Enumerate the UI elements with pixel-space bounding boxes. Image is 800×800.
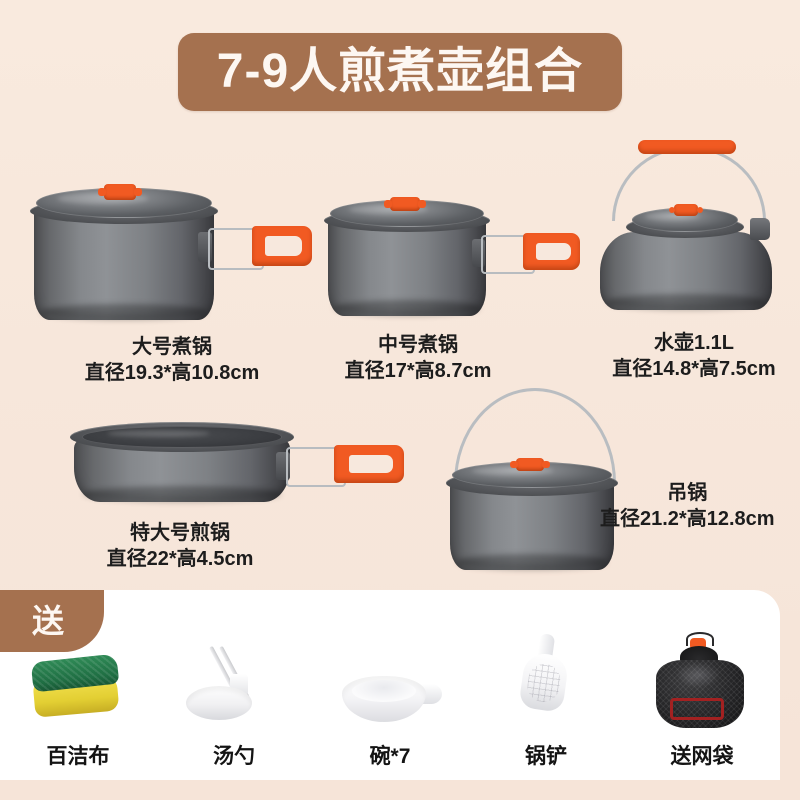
folding-handle <box>276 444 408 488</box>
product-dimensions: 直径19.3*高10.8cm <box>84 362 260 385</box>
gift-tab-label: 送 <box>31 603 64 639</box>
handle-grip <box>334 445 404 483</box>
mesh-bag-icon <box>642 628 762 736</box>
handle-grip <box>523 233 580 270</box>
gift-item-label: 汤勺 <box>213 745 255 768</box>
frying-pan-caption: 特大号煎锅 直径22*高4.5cm <box>60 520 300 573</box>
gift-item-bowls: 碗*7 <box>312 596 468 776</box>
gift-item-label: 送网袋 <box>670 745 734 768</box>
pan-interior <box>82 426 282 448</box>
gift-item-scouring-pad: 百洁布 <box>0 596 156 776</box>
pot-body <box>328 218 486 316</box>
product-name: 中号煮锅 <box>378 334 458 356</box>
gift-tab: 送 <box>0 590 104 652</box>
spatula-head <box>518 651 570 713</box>
product-dimensions: 直径17*高8.7cm <box>344 360 492 383</box>
product-dimensions: 直径21.2*高12.8cm <box>600 508 775 531</box>
kettle-bail-grip <box>638 140 736 154</box>
product-dimensions: 直径22*高4.5cm <box>106 548 254 571</box>
product-medium-pot: 中号煮锅 直径17*高8.7cm <box>318 178 598 385</box>
product-name: 特大号煎锅 <box>130 522 230 544</box>
kettle-caption: 水壶1.1L 直径14.8*高7.5cm <box>588 330 800 383</box>
hanging-pot-illustration <box>420 380 640 580</box>
large-pot-caption: 大号煮锅 直径19.3*高10.8cm <box>22 334 322 387</box>
large-pot-illustration <box>22 162 322 322</box>
product-name: 大号煮锅 <box>132 336 212 358</box>
hanging-pot-caption: 吊锅 直径21.2*高12.8cm <box>600 480 775 533</box>
medium-pot-illustration <box>318 178 598 322</box>
pot-body <box>34 208 214 320</box>
soup-ladle-icon <box>174 628 294 736</box>
gift-items-row: 百洁布 汤勺 碗*7 锅铲 <box>0 596 780 776</box>
pot-body <box>450 482 614 570</box>
folding-handle <box>472 232 582 274</box>
spatula-icon <box>486 628 606 736</box>
handle-grip <box>252 226 312 266</box>
gift-item-soup-ladle: 汤勺 <box>156 596 312 776</box>
gift-item-label: 锅铲 <box>525 745 567 768</box>
bowl-icon <box>330 628 450 736</box>
gift-item-mesh-bag: 送网袋 <box>624 596 780 776</box>
scouring-pad-icon <box>18 628 138 736</box>
title-banner: 7-9人煎煮壶组合 <box>178 33 622 111</box>
product-large-pot: 大号煮锅 直径19.3*高10.8cm <box>22 162 322 387</box>
product-kettle: 水壶1.1L 直径14.8*高7.5cm <box>588 132 800 383</box>
lid-knob <box>384 197 426 211</box>
gift-item-spatula: 锅铲 <box>468 596 624 776</box>
page-title: 7-9人煎煮壶组合 <box>216 45 584 98</box>
kettle-spout <box>750 218 770 240</box>
gift-item-label: 百洁布 <box>46 745 110 768</box>
kettle-illustration <box>588 132 800 324</box>
medium-pot-caption: 中号煮锅 直径17*高8.7cm <box>318 332 518 385</box>
product-name: 水壶1.1L <box>653 332 735 354</box>
product-dimensions: 直径14.8*高7.5cm <box>612 358 776 381</box>
product-hanging-pot: 吊锅 直径21.2*高12.8cm <box>420 380 775 580</box>
bag-carry-strap <box>670 698 724 720</box>
bowl-side-handle <box>420 684 442 704</box>
ladle-bowl <box>186 686 252 720</box>
bag-contents-glow <box>676 662 720 688</box>
kettle-body <box>600 232 772 310</box>
product-frying-pan: 特大号煎锅 直径22*高4.5cm <box>60 414 430 573</box>
lid-knob <box>97 184 143 200</box>
gift-item-label: 碗*7 <box>369 745 411 768</box>
lid-knob <box>510 458 550 471</box>
frying-pan-illustration <box>60 414 430 506</box>
folding-handle <box>198 224 314 270</box>
bowl-interior <box>352 680 416 702</box>
product-name: 吊锅 <box>667 482 708 504</box>
bag-drawstring <box>686 632 714 646</box>
lid-knob <box>669 204 703 216</box>
